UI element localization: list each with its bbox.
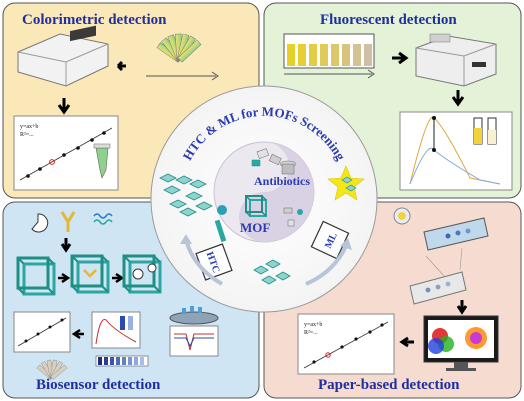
calibration-plot-bottom: y=ax+b R²=... — [297, 313, 395, 375]
cycle-arrow-right-icon — [305, 238, 352, 286]
arrow-down-icon-2 — [451, 90, 465, 107]
mof-cage-2-icon — [70, 254, 110, 294]
arrow-down-icon-4 — [456, 300, 468, 315]
cycle-arrow-left-icon — [180, 234, 224, 286]
biosensor-title: Biosensor detection — [36, 377, 161, 393]
mof-crystal-cluster-left — [159, 173, 213, 217]
arrow-left-icon — [116, 60, 126, 72]
antibody-pacman-icon — [31, 213, 49, 233]
star-icon — [327, 165, 365, 201]
colorimetric-title: Colorimetric detection — [22, 12, 167, 28]
cuvette-strip-icon — [283, 33, 375, 79]
r-squared-bottom: R²=... — [304, 330, 318, 336]
mof-cage-1-icon — [16, 256, 56, 296]
equation-bottom: y=ax+b — [304, 322, 322, 328]
electrochem-plot — [91, 311, 141, 349]
barcode-strip-icon — [95, 355, 149, 367]
arrow-left-icon-2 — [71, 328, 84, 340]
mof-cube-icon — [245, 195, 267, 217]
equation-top: y=ax+b — [20, 124, 38, 130]
arrow-right-icon-2 — [58, 272, 71, 284]
aptamer-wave-icon — [93, 213, 113, 225]
fluorescence-spectra-plot — [399, 111, 513, 191]
antibiotic-molecules-icon — [251, 148, 297, 175]
antibiotic-small-icons — [283, 207, 303, 227]
sphere-rod-icon — [214, 205, 227, 243]
r-squared-top: R²=... — [20, 132, 34, 138]
smartphone-icon — [423, 217, 489, 251]
linear-plot-small — [13, 311, 71, 353]
ml-card: ML — [310, 220, 350, 260]
fluorescent-title: Fluorescent detection — [320, 12, 457, 28]
mof-cage-3-icon — [122, 254, 162, 294]
arrow-right-icon — [392, 51, 409, 65]
signal-plot — [169, 325, 219, 357]
sensor-chip-icon — [169, 306, 219, 325]
arrow-left-icon-3 — [399, 336, 414, 348]
calibration-plot-top: y=ax+b R²=... — [13, 115, 119, 191]
fluorometer-icon — [415, 33, 497, 87]
computer-monitor-icon — [423, 315, 499, 371]
mof-crystal-cluster-bottom — [253, 259, 291, 285]
test-strips-fan-icon — [36, 359, 68, 380]
color-tubes-fan-icon — [146, 33, 219, 81]
spectrophotometer-icon — [17, 25, 109, 87]
arrow-down-icon-3 — [60, 238, 72, 253]
drop-icon — [393, 207, 411, 225]
arrow-right-icon-3 — [112, 272, 125, 284]
eppendorf-tube-icon — [93, 143, 111, 179]
antibiotics-label: Antibiotics — [254, 174, 310, 188]
y-shape-antibody-icon — [60, 211, 76, 232]
paper-strip-icon — [409, 247, 467, 305]
arrow-down-icon — [57, 98, 71, 115]
mof-label: MOF — [240, 220, 270, 235]
paper-based-title: Paper-based detection — [318, 377, 460, 393]
